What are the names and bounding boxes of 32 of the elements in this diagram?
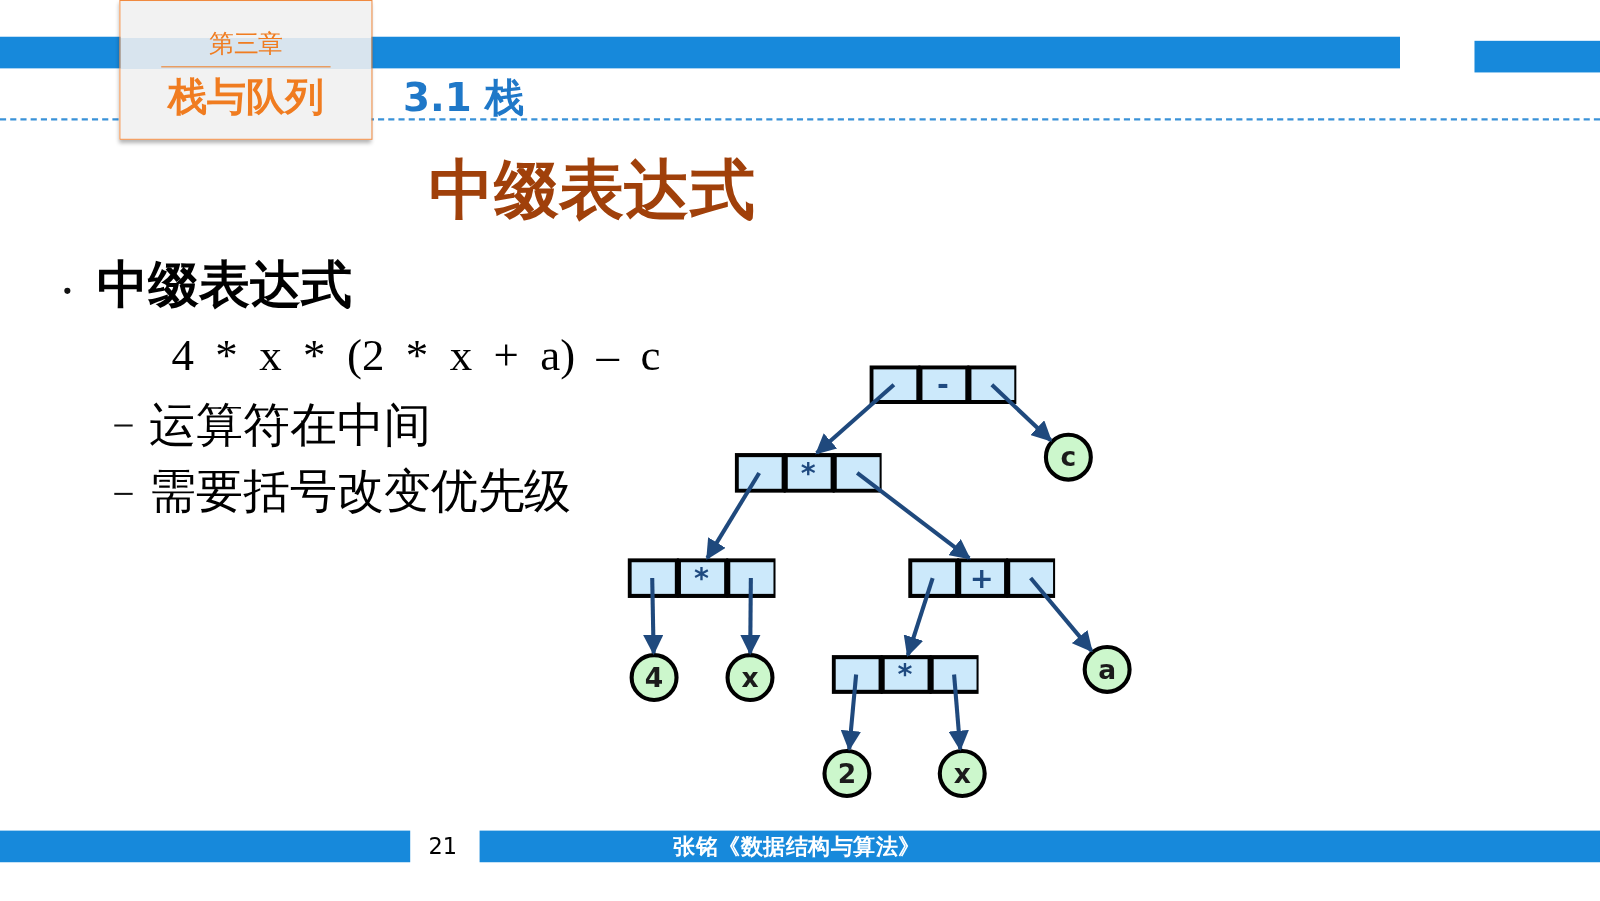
leaf-circle: c bbox=[1043, 432, 1093, 482]
leaf-circle: 2 bbox=[822, 749, 872, 798]
leaf-circle: 4 bbox=[629, 653, 679, 703]
arrow bbox=[948, 674, 969, 752]
arrow bbox=[705, 471, 761, 560]
chapter-number: 第三章 bbox=[208, 28, 284, 61]
arrow bbox=[740, 578, 761, 656]
bullet-text: 中缀表达式 bbox=[96, 254, 353, 317]
bullet-text: 运算符在中间 bbox=[149, 395, 431, 454]
arrow bbox=[1029, 576, 1093, 653]
operator-node: * bbox=[734, 453, 882, 493]
arrow bbox=[815, 383, 896, 455]
bullet-text: 需要括号改变优先级 bbox=[149, 462, 572, 520]
leaf-circle: x bbox=[725, 653, 775, 703]
operator-node: - bbox=[869, 365, 1017, 405]
operator-node: + bbox=[908, 558, 1056, 598]
arrow bbox=[990, 383, 1053, 442]
arrow bbox=[840, 674, 862, 752]
chapter-title: 栈与队列 bbox=[166, 73, 325, 122]
section-heading: 3.1 栈 bbox=[403, 74, 525, 123]
footer-text: 张铭《数据结构与算法》 bbox=[673, 832, 921, 862]
arrow bbox=[643, 578, 664, 656]
arrow bbox=[903, 577, 935, 658]
operator-node: * bbox=[627, 558, 776, 598]
leaf-circle: x bbox=[937, 749, 987, 798]
arrow bbox=[855, 471, 971, 560]
leaf-circle: a bbox=[1082, 644, 1132, 694]
page-number: 21 bbox=[428, 832, 458, 862]
expression-text: 4 * x * (2 * x + a) – c bbox=[171, 329, 661, 383]
chapter-tab bbox=[119, 0, 373, 140]
operator-node: * bbox=[831, 655, 979, 694]
slide-title: 中缀表达式 bbox=[428, 151, 756, 229]
